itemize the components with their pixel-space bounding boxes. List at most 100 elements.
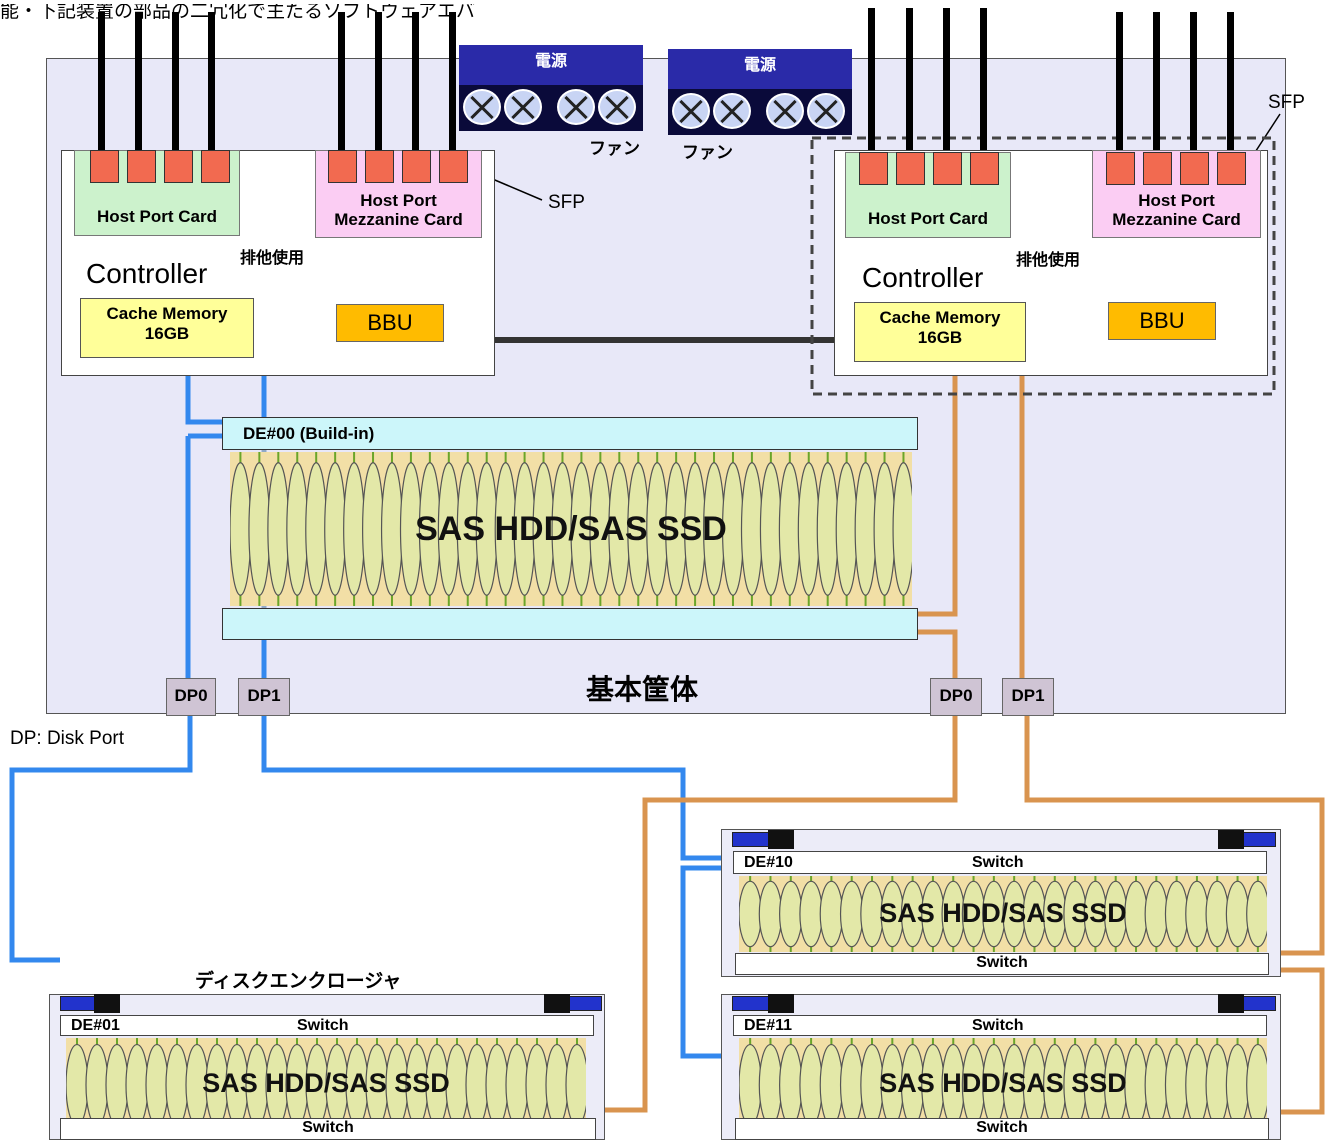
exclusive-use-label: 排他使用 [1016,252,1081,269]
controller-label: Controller [862,262,984,293]
switch-module-bottom: Switch [735,953,1269,975]
enclosure-id: DE#11 [744,1017,793,1034]
fan-icon [766,93,804,129]
disk-port-legend: DP: Disk Port [10,728,125,749]
mezzanine-label-line2: Mezzanine Card [334,210,463,229]
drive-label: SAS HDD/SAS SSD [879,898,1127,928]
cable-ctrl1-de00 [918,376,958,617]
switch-label: Switch [976,1119,1028,1136]
host-cable [208,12,215,152]
host-port [933,152,962,185]
base-enclosure-label: 基本筐体 [586,674,699,705]
cache-memory-size: 16GB [917,328,963,347]
cable-ctrl0-de00-top [185,376,222,425]
drive-bay: SAS HDD/SAS SSD [739,876,1267,952]
status-led [768,994,794,1013]
fan-icon [807,93,845,129]
switch-label: Switch [972,1017,1024,1034]
psu-fan-bay [459,85,643,131]
cache-memory: Cache Memory 16GB [80,298,254,358]
host-cable [1227,12,1234,156]
switch-module-top: DE#10 Switch [733,851,1267,874]
status-led [1218,994,1244,1013]
cable-dp1-de10 [1024,716,1325,956]
host-cable [906,8,913,156]
host-cable [412,12,419,152]
cache-memory: Cache Memory 16GB [854,302,1026,362]
disk-port-1: DP1 [238,678,290,716]
drive-label: SAS HDD/SAS SSD [879,1068,1127,1098]
switch-label: Switch [972,854,1024,871]
enclosure-id: DE#10 [744,854,793,871]
mezzanine-label-line1: Host Port [360,191,437,210]
drive-stack [739,1038,1267,1132]
host-cable [943,8,950,156]
mezzanine-label-line2: Mezzanine Card [1112,210,1241,229]
host-cable [1116,12,1123,156]
fan-icon [598,89,636,125]
cache-memory-size: 16GB [144,324,190,343]
fan-icon [504,89,542,125]
disk-port-0: DP0 [930,678,982,716]
psu-title: 電源 [668,49,852,89]
host-port [201,150,230,183]
host-cable [980,8,987,156]
status-led [544,994,570,1013]
fan-icon [463,89,501,125]
enclosure-id: DE#01 [71,1017,120,1034]
battery-backup-unit: BBU [1108,302,1216,340]
drive-stack [230,452,912,606]
cable-dp0-de01 [596,716,958,1113]
de00-top-bar: DE#00 (Build-in) [222,417,918,450]
host-cable [449,12,456,152]
disk-enclosure-caption: ディスクエンクロージャ [195,971,402,992]
drive-bay: SAS HDD/SAS SSD [230,452,912,606]
cable-dp1-de10 [261,716,733,861]
cache-memory-label: Cache Memory [879,308,1001,327]
host-cable [338,12,345,152]
power-supply-unit: 電源 [459,45,643,131]
sfp-port [402,150,431,183]
exclusive-use-label: 排他使用 [240,250,305,267]
host-cable [1190,12,1197,156]
host-cable [868,8,875,156]
status-led [768,830,794,849]
switch-module-top: DE#11 Switch [733,1015,1267,1036]
drive-stack [66,1038,586,1132]
host-port [859,152,888,185]
switch-module-top: DE#01 Switch [60,1015,594,1036]
status-led [1218,830,1244,849]
host-port [90,150,119,183]
drive-disk [892,462,912,596]
sfp-label: SFP [548,192,585,213]
cable-de10-de11 [1270,967,1325,1115]
drive-label: SAS HDD/SAS SSD [202,1068,450,1098]
fan-icon [557,89,595,125]
fan-label: ファン [589,139,640,158]
disk-port-1: DP1 [1002,678,1054,716]
psu-title: 電源 [459,45,643,85]
de00-label: DE#00 (Build-in) [243,424,375,443]
switch-module-bottom: Switch [60,1118,596,1140]
switch-label: Switch [976,954,1028,971]
switch-module-bottom: Switch [735,1118,1269,1140]
header-text: 能・下記装置の部品の二冗化で主たるソフトウェアエバ [0,1,476,20]
drive-stack [739,876,1267,952]
sfp-port [1217,152,1246,185]
sfp-port [439,150,468,183]
sfp-label: SFP [1268,92,1305,113]
drive-label: SAS HDD/SAS SSD [415,510,727,548]
cache-memory-label: Cache Memory [106,304,228,323]
host-cable [1153,12,1160,156]
sfp-port [365,150,394,183]
dashed-controller-outline [810,136,1276,396]
host-port [164,150,193,183]
sfp-port [1180,152,1209,185]
drive-bay: SAS HDD/SAS SSD [66,1038,586,1132]
host-port [127,150,156,183]
switch-label: Switch [302,1119,354,1136]
host-port-card-label: Host Port Card [868,209,988,228]
fan-icon [672,93,710,129]
fan-icon [713,93,751,129]
host-port [970,152,999,185]
